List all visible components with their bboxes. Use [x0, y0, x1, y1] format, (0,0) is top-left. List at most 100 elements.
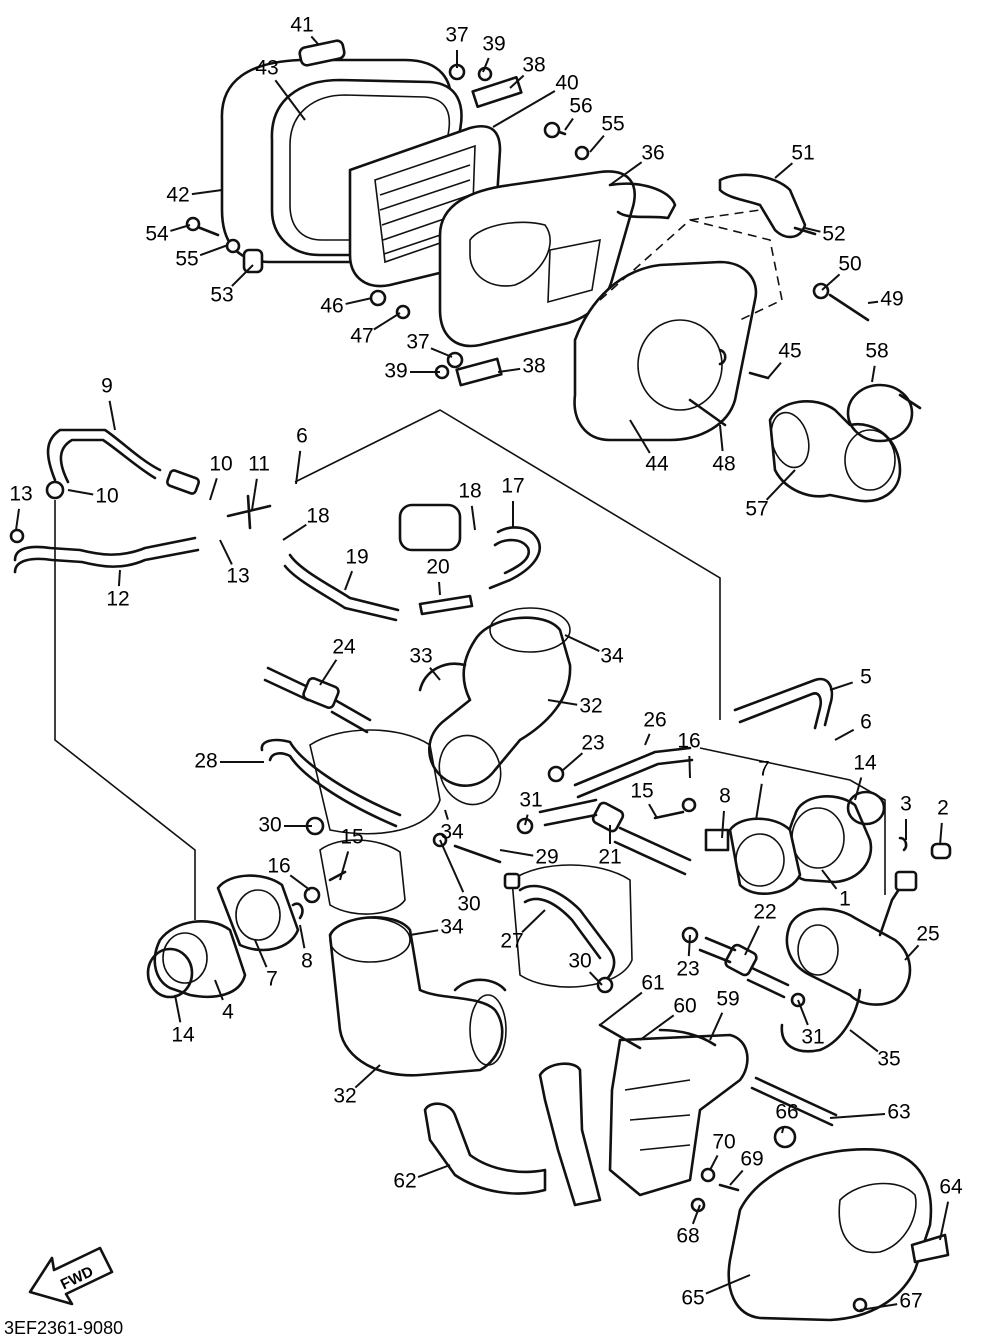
- bracket-51: [718, 173, 807, 239]
- callout-c48: 48: [712, 453, 735, 476]
- leader-c14b: [174, 994, 182, 1023]
- callout-c60: 60: [673, 995, 696, 1018]
- leader-c44: [629, 419, 651, 454]
- callout-c10a: 10: [209, 453, 232, 476]
- callout-c70: 70: [712, 1131, 735, 1154]
- callout-c36: 36: [641, 142, 664, 165]
- leader-c15a: [648, 803, 658, 819]
- callout-c45: 45: [778, 340, 801, 363]
- callout-c17: 17: [501, 475, 524, 498]
- vent-chamber: [398, 503, 462, 552]
- callout-c16a: 16: [677, 730, 700, 753]
- leader-c65: [705, 1274, 751, 1295]
- callout-c49: 49: [880, 288, 903, 311]
- callout-c10b: 10: [95, 485, 118, 508]
- leader-c54: [170, 224, 191, 232]
- callout-c55b: 55: [175, 248, 198, 271]
- o-ring-14-right: [846, 790, 886, 826]
- carb-heater-25: [785, 907, 912, 1006]
- callout-c1: 1: [839, 888, 851, 911]
- callout-c9: 9: [101, 375, 113, 398]
- leader-c27: [521, 909, 546, 933]
- leader-c45: [767, 362, 782, 379]
- frame-bracket: [608, 1033, 749, 1197]
- callout-c21: 21: [598, 846, 621, 869]
- leader-c69: [729, 1169, 744, 1186]
- callout-c39b: 39: [384, 360, 407, 383]
- callout-c32b: 32: [333, 1085, 356, 1108]
- callout-c33: 33: [409, 645, 432, 668]
- callout-c7b: 7: [266, 968, 278, 991]
- callout-c25: 25: [916, 923, 939, 946]
- hose-9: [46, 428, 162, 482]
- callout-c41: 41: [290, 14, 313, 37]
- leader-c53: [231, 264, 254, 287]
- callout-c27: 27: [500, 930, 523, 953]
- leader-c30b: [439, 839, 465, 893]
- leader-c18b: [282, 523, 307, 541]
- leader-c48: [719, 424, 724, 452]
- hose-27: [518, 884, 616, 987]
- callout-c59: 59: [716, 988, 739, 1011]
- leader-c31b: [797, 999, 809, 1026]
- emblem-64: [910, 1233, 950, 1264]
- callout-c37a: 37: [445, 24, 468, 47]
- leader-c51: [774, 162, 794, 179]
- drawing-code: 3EF2361-9080: [4, 1318, 123, 1338]
- carb-joint-upper: [428, 616, 572, 787]
- wire-35: [780, 988, 862, 1053]
- callout-c24: 24: [332, 636, 356, 659]
- bracket-lower: [455, 357, 503, 387]
- leader-c36: [609, 161, 643, 186]
- leader-c62: [417, 1164, 451, 1178]
- leader-c49: [867, 300, 879, 304]
- hose-5: [733, 677, 834, 727]
- callout-c3: 3: [900, 793, 912, 816]
- leader-c70: [709, 1154, 719, 1171]
- leader-c1: [821, 869, 838, 890]
- leader-c64: [939, 1201, 950, 1241]
- leader-c34a: [564, 634, 600, 652]
- hose-12: [13, 536, 197, 562]
- callout-c15a: 15: [630, 780, 653, 803]
- leader-c58: [871, 365, 876, 383]
- hose-28: [260, 738, 402, 817]
- callout-c19: 19: [345, 546, 368, 569]
- callout-c6a: 6: [296, 425, 308, 448]
- callout-c15b: 15: [340, 826, 363, 849]
- leader-c34b: [444, 809, 449, 820]
- callout-c66: 66: [775, 1101, 798, 1124]
- leader-c13b: [219, 539, 233, 565]
- callout-c7a: 7: [758, 758, 770, 781]
- leader-c14a: [854, 777, 863, 801]
- callout-c22: 22: [753, 901, 776, 924]
- leader-c38b: [497, 367, 521, 373]
- leader-c7b: [254, 939, 268, 968]
- callout-c6b: 6: [860, 711, 872, 734]
- callout-c61: 61: [641, 972, 664, 995]
- leader-c34c: [409, 929, 439, 936]
- leader-c61: [599, 991, 643, 1026]
- leader-c32b: [354, 1064, 381, 1089]
- leader-c12: [117, 569, 121, 587]
- callout-c58: 58: [865, 340, 888, 363]
- leader-c31a: [524, 814, 529, 826]
- leader-c37b: [430, 347, 453, 358]
- callout-c34b: 34: [440, 821, 464, 844]
- carb-joint-left: [153, 919, 247, 999]
- leader-c56: [564, 117, 574, 131]
- leader-c59: [709, 1012, 724, 1041]
- callout-c38a: 38: [522, 54, 545, 77]
- leader-c6a: [295, 450, 302, 485]
- leader-c4: [214, 979, 224, 1001]
- valve-20: [418, 594, 474, 616]
- clamp-7-left: [216, 874, 300, 952]
- bracket-upper: [471, 75, 523, 109]
- air-filter-case: [438, 170, 636, 348]
- callout-c4: 4: [222, 1001, 234, 1024]
- leader-c5: [829, 681, 854, 691]
- callout-c37b: 37: [406, 331, 429, 354]
- callout-c26: 26: [643, 709, 666, 732]
- hose-22: [698, 936, 790, 999]
